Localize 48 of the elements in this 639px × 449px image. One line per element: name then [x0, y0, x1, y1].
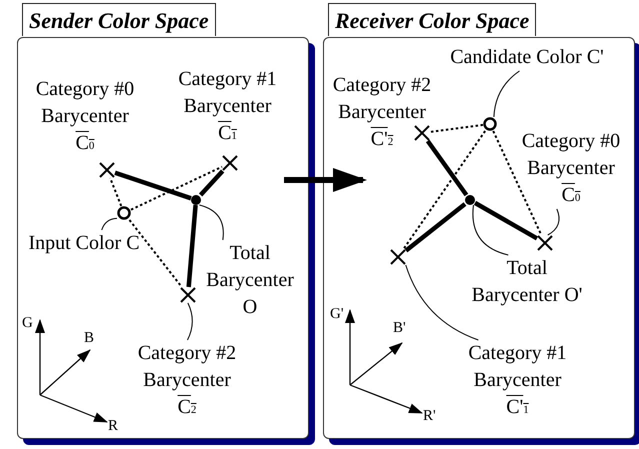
point-label: Total Barycenter O [205, 241, 295, 320]
connector-line [404, 202, 466, 252]
dotted-line [402, 130, 486, 250]
open-circle-marker [483, 117, 497, 131]
filled-dot-marker [465, 195, 475, 205]
connector-line [186, 204, 198, 288]
point-label: Category #1 Barycenter [177, 67, 278, 119]
cross-mark [414, 125, 430, 141]
point-label: Category #2 Barycenter [332, 73, 432, 125]
panel-title: Receiver Color Space [328, 3, 536, 36]
point-label: Category #0 Barycenter [34, 77, 136, 129]
axis-label: B' [393, 320, 406, 336]
point-label: Category #2 Barycenter [136, 341, 238, 393]
leader-line [493, 70, 520, 118]
cross-mark [222, 155, 238, 171]
point-label: Category #1 Barycenter [467, 341, 568, 393]
connector-line [426, 140, 468, 196]
cross-mark [390, 249, 406, 265]
connector-line [114, 170, 192, 200]
open-circle-marker [117, 206, 131, 220]
axis-label: R [108, 418, 118, 434]
connector-line [198, 169, 224, 197]
dotted-line [130, 166, 222, 211]
arrow [284, 168, 367, 192]
filled-dot-marker [191, 195, 201, 205]
panel-title: Sender Color Space [22, 3, 216, 36]
cross-mark [537, 235, 553, 251]
axis-label: G' [330, 306, 344, 322]
leader-line [405, 264, 479, 340]
leader-line [186, 302, 193, 340]
point-label: Candidate Color C' [450, 45, 604, 70]
dotted-line [128, 219, 183, 288]
axis-label: R' [423, 408, 436, 424]
dotted-line [492, 130, 542, 236]
leader-line [547, 208, 560, 236]
connector-line [474, 200, 538, 240]
leader-line [198, 204, 224, 240]
axis-label: B [84, 330, 94, 346]
cross-mark [180, 287, 196, 303]
leader-line [101, 218, 118, 230]
cross-mark [99, 162, 115, 178]
dotted-line [430, 124, 484, 133]
axis-label: G [22, 315, 33, 331]
point-label: Total Barycenter O' [470, 256, 584, 308]
point-label: Category #0 Barycenter [520, 129, 622, 181]
point-label: Input Color C [28, 231, 140, 256]
dotted-line [109, 178, 122, 206]
leader-line [472, 204, 509, 256]
